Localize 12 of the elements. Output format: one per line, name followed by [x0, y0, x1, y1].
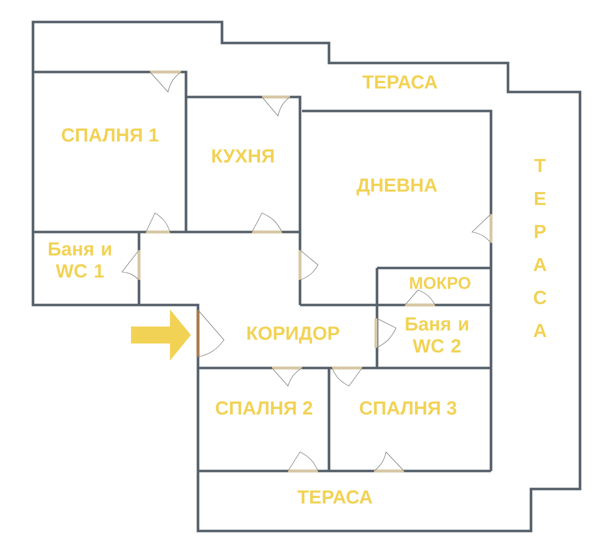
room-label: ДНЕВНА	[356, 178, 438, 196]
room-label: Баня и WC 1	[48, 242, 112, 278]
room-label: ТЕРАСА	[297, 490, 372, 504]
room-label: КОРИДОР	[247, 326, 340, 344]
room-label: ТЕРАСА	[534, 158, 546, 338]
room-label: КУХНЯ	[212, 149, 274, 163]
room-label: МОКРО	[410, 276, 470, 290]
room-label: Баня и WC 2	[406, 317, 468, 353]
room-label: СПАЛНЯ 2	[216, 401, 312, 415]
room-label: ТЕРАСА	[362, 75, 438, 89]
room-label: СПАЛНЯ 1	[62, 128, 158, 142]
room-label: СПАЛНЯ 3	[360, 401, 456, 415]
